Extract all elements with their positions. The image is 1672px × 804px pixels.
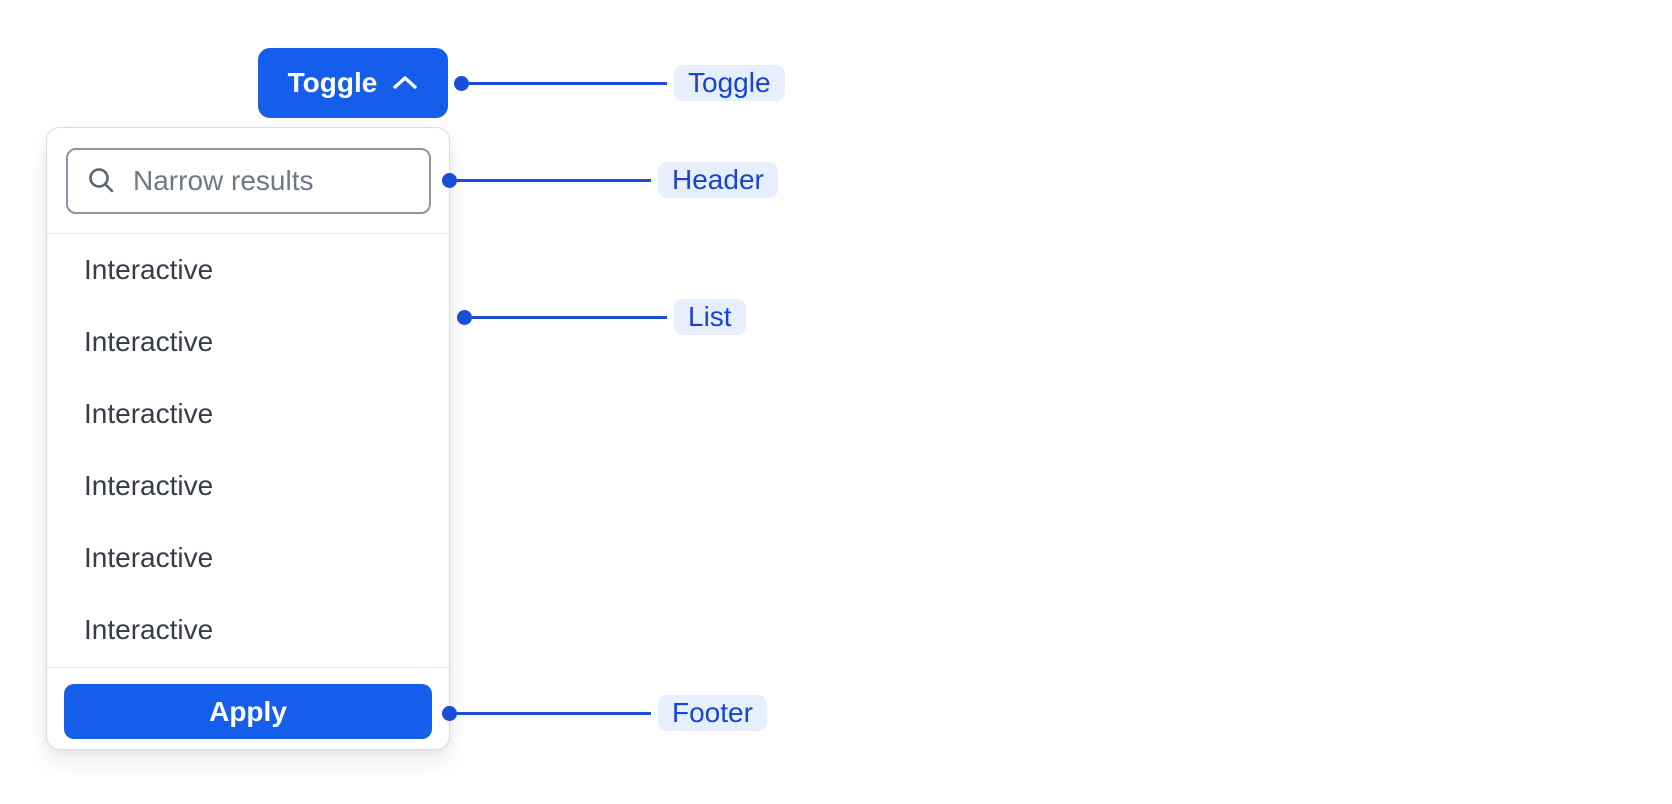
annotation-dot: [457, 309, 472, 325]
annotation-list: List: [457, 299, 746, 335]
header-divider: [47, 233, 449, 234]
annotation-line: [457, 711, 651, 715]
options-list: Interactive Interactive Interactive Inte…: [47, 234, 449, 667]
list-item[interactable]: Interactive: [84, 614, 214, 645]
annotation-label-toggle: Toggle: [674, 65, 785, 101]
list-item[interactable]: Interactive: [84, 326, 214, 357]
annotation-line: [457, 178, 651, 182]
annotation-label-header: Header: [658, 162, 778, 198]
search-icon: [85, 165, 117, 197]
list-item[interactable]: Interactive: [84, 398, 214, 429]
annotation-line: [469, 81, 667, 85]
annotation-footer: Footer: [442, 695, 767, 731]
annotation-label-footer: Footer: [658, 695, 767, 731]
search-field[interactable]: [66, 148, 431, 214]
annotation-label-list: List: [674, 299, 746, 335]
toggle-button[interactable]: Toggle: [258, 48, 448, 118]
annotation-dot: [442, 172, 457, 188]
apply-button[interactable]: Apply: [64, 684, 432, 739]
footer-divider: [47, 667, 449, 668]
select-panel: Interactive Interactive Interactive Inte…: [46, 127, 450, 750]
panel-header: [47, 128, 449, 233]
annotation-dot: [454, 75, 469, 91]
toggle-button-label: Toggle: [287, 67, 378, 98]
annotation-line: [472, 315, 667, 319]
list-item[interactable]: Interactive: [84, 470, 214, 501]
panel-footer: Apply: [47, 668, 449, 749]
annotation-header: Header: [442, 162, 778, 198]
annotation-dot: [442, 705, 457, 721]
chevron-up-icon: [392, 74, 418, 92]
search-input[interactable]: [133, 165, 413, 197]
list-item[interactable]: Interactive: [84, 542, 214, 573]
annotation-toggle: Toggle: [454, 65, 785, 101]
list-item[interactable]: Interactive: [84, 254, 214, 285]
